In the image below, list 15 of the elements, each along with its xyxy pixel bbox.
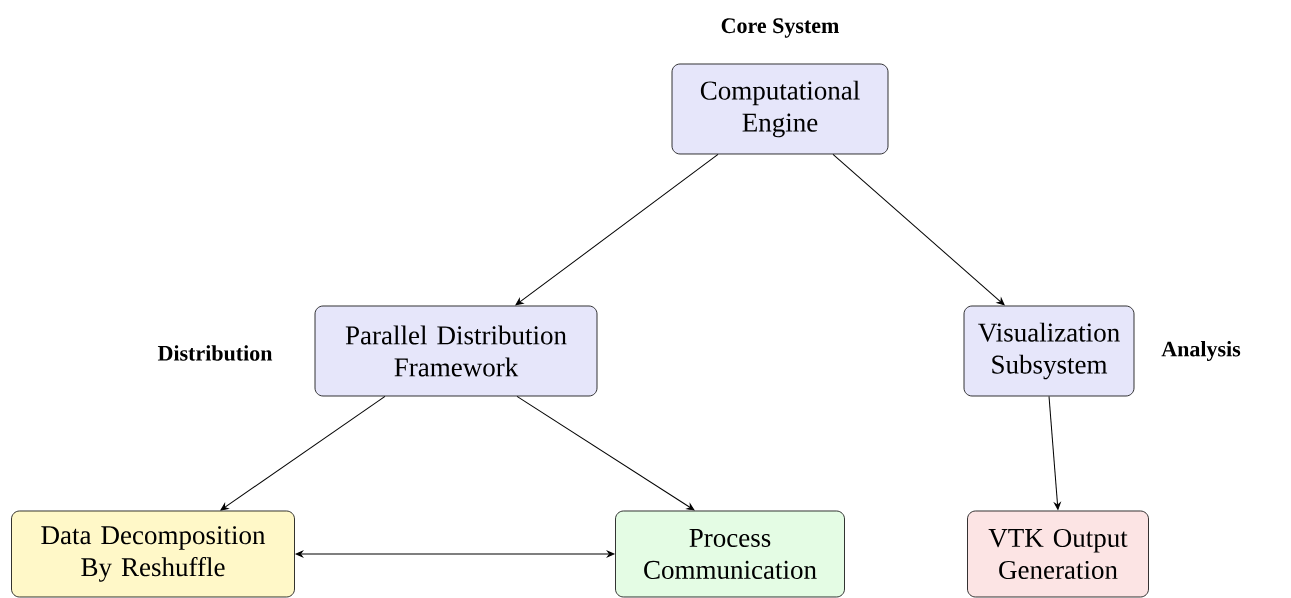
process-box: Process Communication [615, 510, 845, 598]
process-box: Data Decomposition By Reshuffle [11, 510, 295, 598]
process-box: Computational Engine [671, 63, 889, 155]
process-box: VTK Output Generation [967, 510, 1149, 598]
arrow [832, 153, 1005, 306]
process-box: Visualization Subsystem [963, 305, 1135, 397]
group-label: Core System [721, 18, 839, 38]
arrow [1048, 395, 1061, 510]
arrow [516, 395, 695, 511]
process-box: Parallel Distribution Framework [314, 305, 598, 397]
group-label: Analysis [1161, 341, 1241, 361]
arrow [295, 550, 615, 558]
arrow [515, 153, 719, 306]
arrow [220, 395, 386, 511]
group-label: Distribution [157, 345, 273, 361]
